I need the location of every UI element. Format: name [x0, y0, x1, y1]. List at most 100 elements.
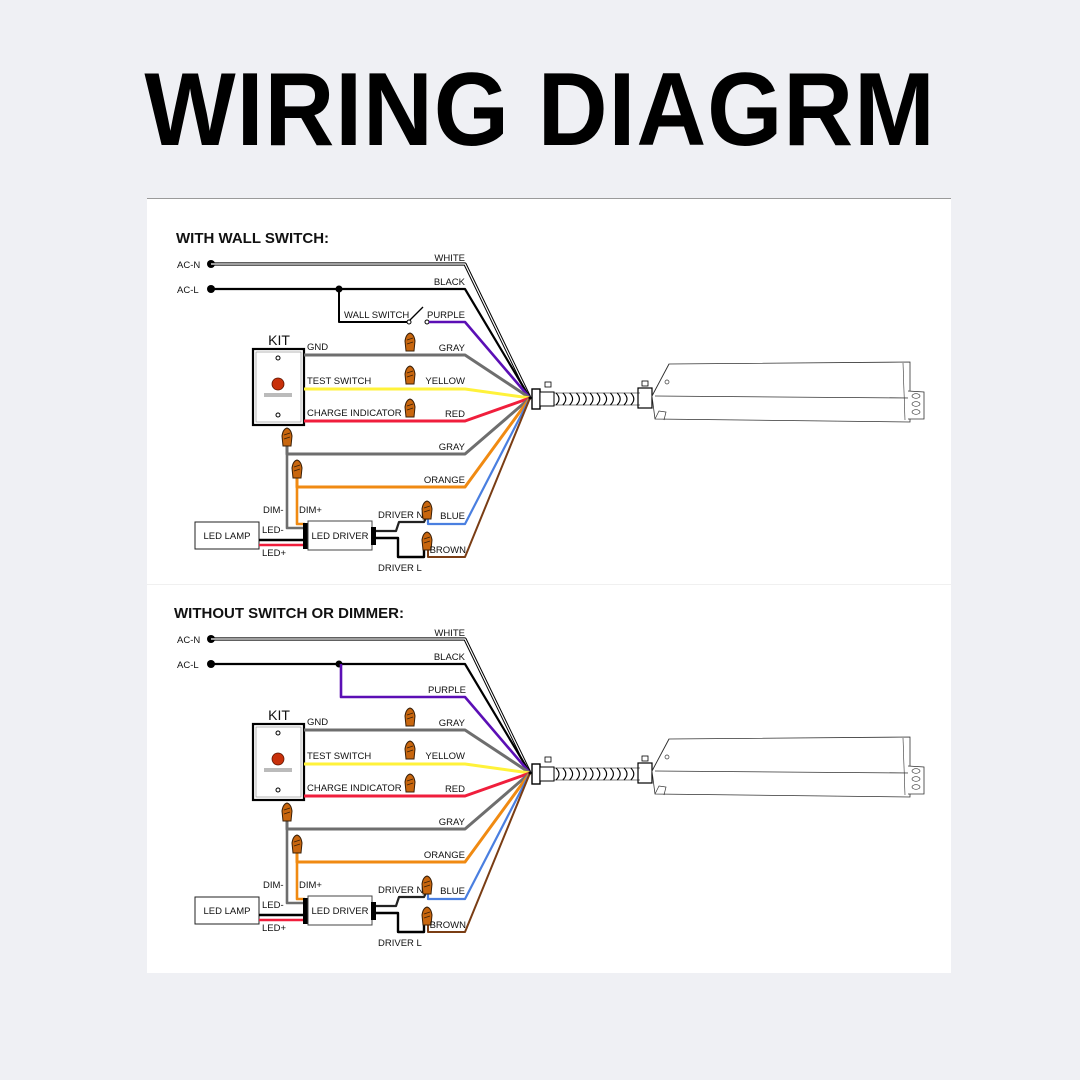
box-edge — [902, 737, 906, 796]
wire-nut-ridge — [406, 778, 414, 782]
test-button-icon — [271, 377, 285, 391]
conduit-coil — [609, 767, 614, 781]
wire-label-black: BLACK — [434, 652, 466, 663]
conduit-coil — [603, 392, 608, 406]
white-wire — [211, 638, 531, 774]
red-wire — [304, 396, 531, 423]
conduit-coil — [562, 392, 567, 406]
wire-label-purple: PURPLE — [427, 310, 465, 321]
conduit-coil — [575, 392, 580, 406]
wire-nut-ridge — [406, 782, 414, 786]
conduit-coil — [589, 767, 594, 781]
wire-nut-icon — [421, 500, 433, 520]
led-lamp-label: LED LAMP — [204, 906, 251, 917]
kit-faceplate-text — [264, 768, 292, 772]
ac-n-label: AC-N — [177, 635, 200, 646]
diagram-heading: WITHOUT SWITCH OR DIMMER: — [174, 605, 404, 622]
led-lamp-label: LED LAMP — [204, 531, 251, 542]
led-driver-box — [307, 895, 373, 926]
kit-screw-icon — [275, 355, 281, 361]
dim-minus-wire — [285, 820, 305, 905]
conduit-fitting — [531, 380, 653, 410]
conduit-coil — [596, 767, 601, 781]
kit-gnd-label: GND — [307, 717, 328, 728]
box-foot — [654, 410, 667, 421]
fitting-body — [637, 762, 653, 784]
switch-contact — [406, 319, 412, 325]
wire-label-gray-dim: GRAY — [439, 817, 466, 828]
purple-wire — [339, 664, 531, 774]
wire-nut-icon — [291, 834, 303, 854]
mounting-bracket — [907, 390, 925, 420]
conduit-coil — [616, 767, 621, 781]
box-mount-hole — [664, 754, 670, 760]
wire-nut-body — [421, 906, 433, 926]
wire-nut-icon — [281, 427, 293, 447]
wire-nut-ridge — [423, 505, 431, 509]
wire-nut-icon — [404, 398, 416, 418]
wire-nut-ridge — [283, 807, 291, 811]
kit-test-switch-label: TEST SWITCH — [307, 376, 371, 387]
wire-label-black: BLACK — [434, 277, 466, 288]
wire-label-purple: PURPLE — [428, 685, 466, 696]
wire-label-gray-dim: GRAY — [439, 442, 466, 453]
wire-label-white: WHITE — [434, 253, 465, 264]
wire-label-white: WHITE — [434, 628, 465, 639]
wire-nut-icon — [404, 707, 416, 727]
box-outline — [651, 736, 911, 798]
wire-nut-ridge — [423, 540, 431, 544]
wire-nut-ridge — [293, 843, 301, 847]
driver-end-cap — [371, 527, 376, 545]
wire-nut-icon — [291, 459, 303, 479]
box-edge — [654, 770, 911, 774]
wire-nut-icon — [404, 332, 416, 352]
conduit-coil — [630, 767, 635, 781]
led-lamp-box — [194, 521, 260, 550]
fitting-screw-icon — [641, 380, 649, 387]
wire-nut-icon — [281, 802, 293, 822]
wire-label-yellow: YELLOW — [425, 376, 465, 387]
flexible-conduit — [554, 767, 640, 781]
wire-nut-body — [281, 427, 293, 447]
switch-feed-wire — [338, 289, 407, 323]
wire-nut-body — [404, 773, 416, 793]
conduit-coil — [630, 392, 635, 406]
ac-l-label: AC-L — [177, 660, 199, 671]
conduit-coil — [603, 767, 608, 781]
conduit-coil — [623, 767, 628, 781]
wire-label-orange: ORANGE — [424, 850, 465, 861]
fitting-body — [539, 391, 555, 407]
fitting-body — [637, 387, 653, 409]
wire-label-yellow: YELLOW — [425, 751, 465, 762]
ac-n-label: AC-N — [177, 260, 200, 271]
wire-nut-ridge — [423, 915, 431, 919]
wire-nut-icon — [421, 906, 433, 926]
dim-plus-label: DIM+ — [299, 880, 322, 891]
kit-gnd-label: GND — [307, 342, 328, 353]
fitting-screw-icon — [544, 381, 552, 388]
wire-nut-ridge — [423, 536, 431, 540]
dim-plus-label: DIM+ — [299, 505, 322, 516]
led-minus-label: LED- — [262, 525, 284, 536]
wire-nut-ridge — [423, 911, 431, 915]
kit-label: KIT — [268, 332, 290, 348]
gray-wire — [410, 728, 531, 775]
wire-nut-ridge — [423, 509, 431, 513]
wire-label-red: RED — [445, 409, 465, 420]
driver-n-label: DRIVER N — [378, 510, 424, 521]
test-button-icon — [271, 752, 285, 766]
conduit-coil — [616, 392, 621, 406]
diagram-without-switch: WITHOUT SWITCH OR DIMMER: AC-N WHITE AC-L BL… — [174, 605, 925, 949]
bracket-slot — [911, 409, 921, 415]
conduit-coil — [609, 392, 614, 406]
black-wire — [211, 287, 531, 399]
emergency-driver-box — [651, 361, 925, 423]
wire-label-gray: GRAY — [439, 343, 466, 354]
wire-bundle-point — [528, 396, 532, 400]
ac-l-label: AC-L — [177, 285, 199, 296]
wire-label-brown: BROWN — [430, 920, 467, 931]
wire-nut-icon — [421, 875, 433, 895]
mounting-bracket — [907, 765, 925, 795]
wire-nut-ridge — [283, 436, 291, 440]
box-edge — [651, 363, 670, 397]
